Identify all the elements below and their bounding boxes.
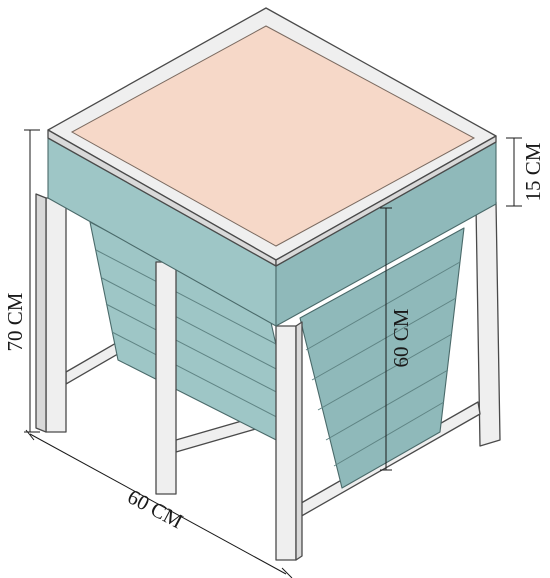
depth-label: 60 CM — [389, 308, 413, 367]
front-corner-leg — [275, 325, 297, 561]
front-left-leg — [45, 197, 67, 433]
tapered-box — [89, 221, 465, 489]
dimension-lines — [24, 129, 522, 578]
box-right-face — [299, 227, 465, 489]
soil-surface — [70, 25, 476, 247]
height-label: 70 CM — [3, 292, 27, 351]
front-frame — [35, 193, 303, 561]
rim-height-label: 15 CM — [521, 142, 545, 201]
middle-left-leg — [155, 261, 177, 495]
top — [47, 7, 497, 267]
